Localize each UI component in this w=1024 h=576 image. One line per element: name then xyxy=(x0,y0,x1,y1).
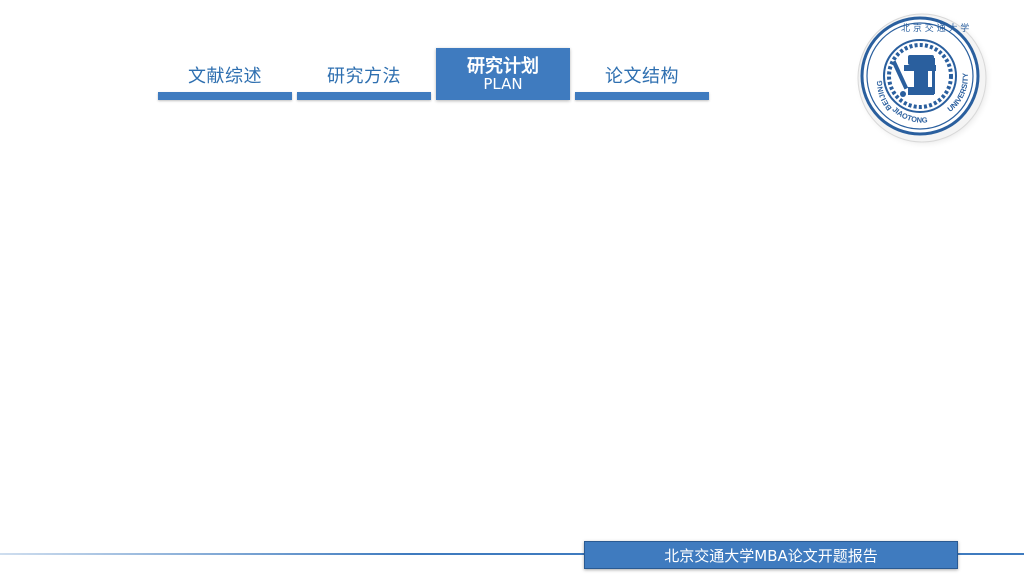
tab-label: 研究计划 xyxy=(467,56,539,77)
tab-research-method[interactable]: 研究方法 xyxy=(297,48,431,100)
section-nav: 文献综述 研究方法 研究计划 PLAN 论文结构 xyxy=(158,48,710,100)
tab-literature-review[interactable]: 文献综述 xyxy=(158,48,292,100)
tab-label: 论文结构 xyxy=(605,66,679,87)
university-seal-icon: 北 京 交 通 大 学 BEIJING JIAOTONG UNIVERSITY xyxy=(854,10,994,150)
footer-title: 北京交通大学MBA论文开题报告 xyxy=(664,547,878,565)
tab-thesis-structure[interactable]: 论文结构 xyxy=(575,48,709,100)
tab-underline xyxy=(575,92,709,100)
tab-underline xyxy=(158,92,292,100)
tab-research-plan[interactable]: 研究计划 PLAN xyxy=(436,48,570,100)
tab-sublabel: PLAN xyxy=(483,75,523,93)
university-logo: 北 京 交 通 大 学 BEIJING JIAOTONG UNIVERSITY xyxy=(852,8,994,150)
seal-text-top: 北 京 交 通 大 学 xyxy=(901,22,969,34)
tab-underline xyxy=(297,92,431,100)
tab-label: 研究方法 xyxy=(327,66,401,87)
tab-label: 文献综述 xyxy=(188,66,262,87)
footer-divider xyxy=(0,553,1024,555)
footer-title-box: 北京交通大学MBA论文开题报告 xyxy=(584,541,958,569)
